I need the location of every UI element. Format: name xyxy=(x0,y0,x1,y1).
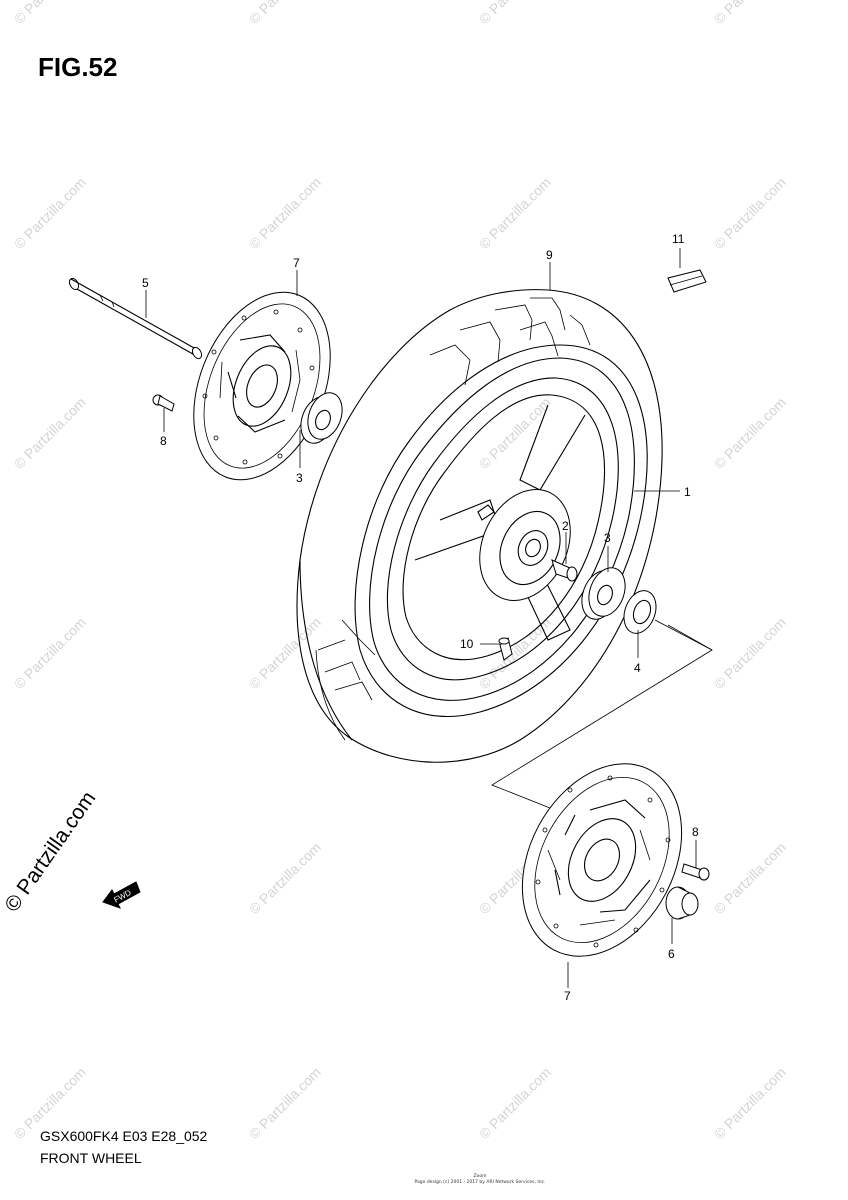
axle-part xyxy=(68,277,203,360)
watermark-text: © Partzilla.com xyxy=(476,174,554,252)
bearing-right xyxy=(581,567,626,620)
forward-arrow-icon: FWD xyxy=(102,881,141,909)
callout-7-bottom: 7 xyxy=(564,989,571,1003)
callout-labels: 5 7 9 11 8 3 1 2 3 10 4 8 6 7 xyxy=(142,232,699,1003)
leader-lines xyxy=(145,248,697,988)
callout-8-right: 8 xyxy=(692,825,699,839)
copyright-line-2: Page design (c) 2001 - 2017 by ARI Netwo… xyxy=(414,1180,546,1185)
callout-10: 10 xyxy=(460,637,474,651)
callout-3-right: 3 xyxy=(604,531,611,545)
disc-bolt-left xyxy=(152,394,175,412)
disc-bolt-right xyxy=(681,863,710,881)
balance-weight xyxy=(667,269,707,293)
watermark-text: © Partzilla.com xyxy=(11,394,89,472)
model-code: GSX600FK4 E03 E28_052 xyxy=(40,1128,208,1144)
watermark-text: © Partzilla.com xyxy=(11,174,89,252)
callout-3-left: 3 xyxy=(296,471,303,485)
watermark-text: © Partzilla.com xyxy=(246,614,324,692)
watermark-text: © Partzilla.com xyxy=(246,174,324,252)
spacer-collar xyxy=(665,886,699,920)
watermark-text: © Partzilla.com xyxy=(246,0,324,27)
watermark-text: © Partzilla.com xyxy=(246,1064,324,1142)
callout-8-left: 8 xyxy=(160,434,167,448)
figure-title: FIG.52 xyxy=(38,52,118,82)
watermark-text: © Partzilla.com xyxy=(711,394,789,472)
watermark-text: © Partzilla.com xyxy=(11,0,89,27)
watermark-text: © Partzilla.com xyxy=(711,839,789,917)
section-title: FRONT WHEEL xyxy=(40,1150,142,1166)
watermark-text: © Partzilla.com xyxy=(476,0,554,27)
bearing-left xyxy=(300,392,343,444)
callout-5: 5 xyxy=(142,276,149,290)
callout-4: 4 xyxy=(634,661,641,675)
callout-2: 2 xyxy=(562,519,569,533)
brake-disc-right xyxy=(521,763,683,957)
copyright-line-1: Zoom xyxy=(473,1174,487,1179)
watermark-text: © Partzilla.com xyxy=(711,1064,789,1142)
callout-9: 9 xyxy=(546,248,553,262)
watermark-text: © Partzilla.com xyxy=(711,0,789,27)
assembly-guide-lines xyxy=(491,619,713,813)
callout-1: 1 xyxy=(684,485,691,499)
watermark-grid: © Partzilla.com © Partzilla.com © Partzi… xyxy=(11,0,789,1142)
wheel-rim xyxy=(354,344,648,717)
watermark-text: © Partzilla.com xyxy=(711,614,789,692)
watermark-text: © Partzilla.com xyxy=(476,394,554,472)
watermark-text: © Partzilla.com xyxy=(476,1064,554,1142)
copyright-notice: Zoom Page design (c) 2001 - 2017 by ARI … xyxy=(370,1174,590,1186)
watermark-text: © Partzilla.com xyxy=(711,174,789,252)
oil-seal xyxy=(623,590,657,634)
callout-11: 11 xyxy=(672,232,685,246)
callout-7-top: 7 xyxy=(293,256,300,270)
callout-6: 6 xyxy=(668,947,675,961)
brake-disc-left xyxy=(193,291,331,481)
tire xyxy=(296,289,663,763)
tire-valve xyxy=(498,637,513,661)
watermark-text: © Partzilla.com xyxy=(11,614,89,692)
watermark-text: © Partzilla.com xyxy=(246,839,324,917)
